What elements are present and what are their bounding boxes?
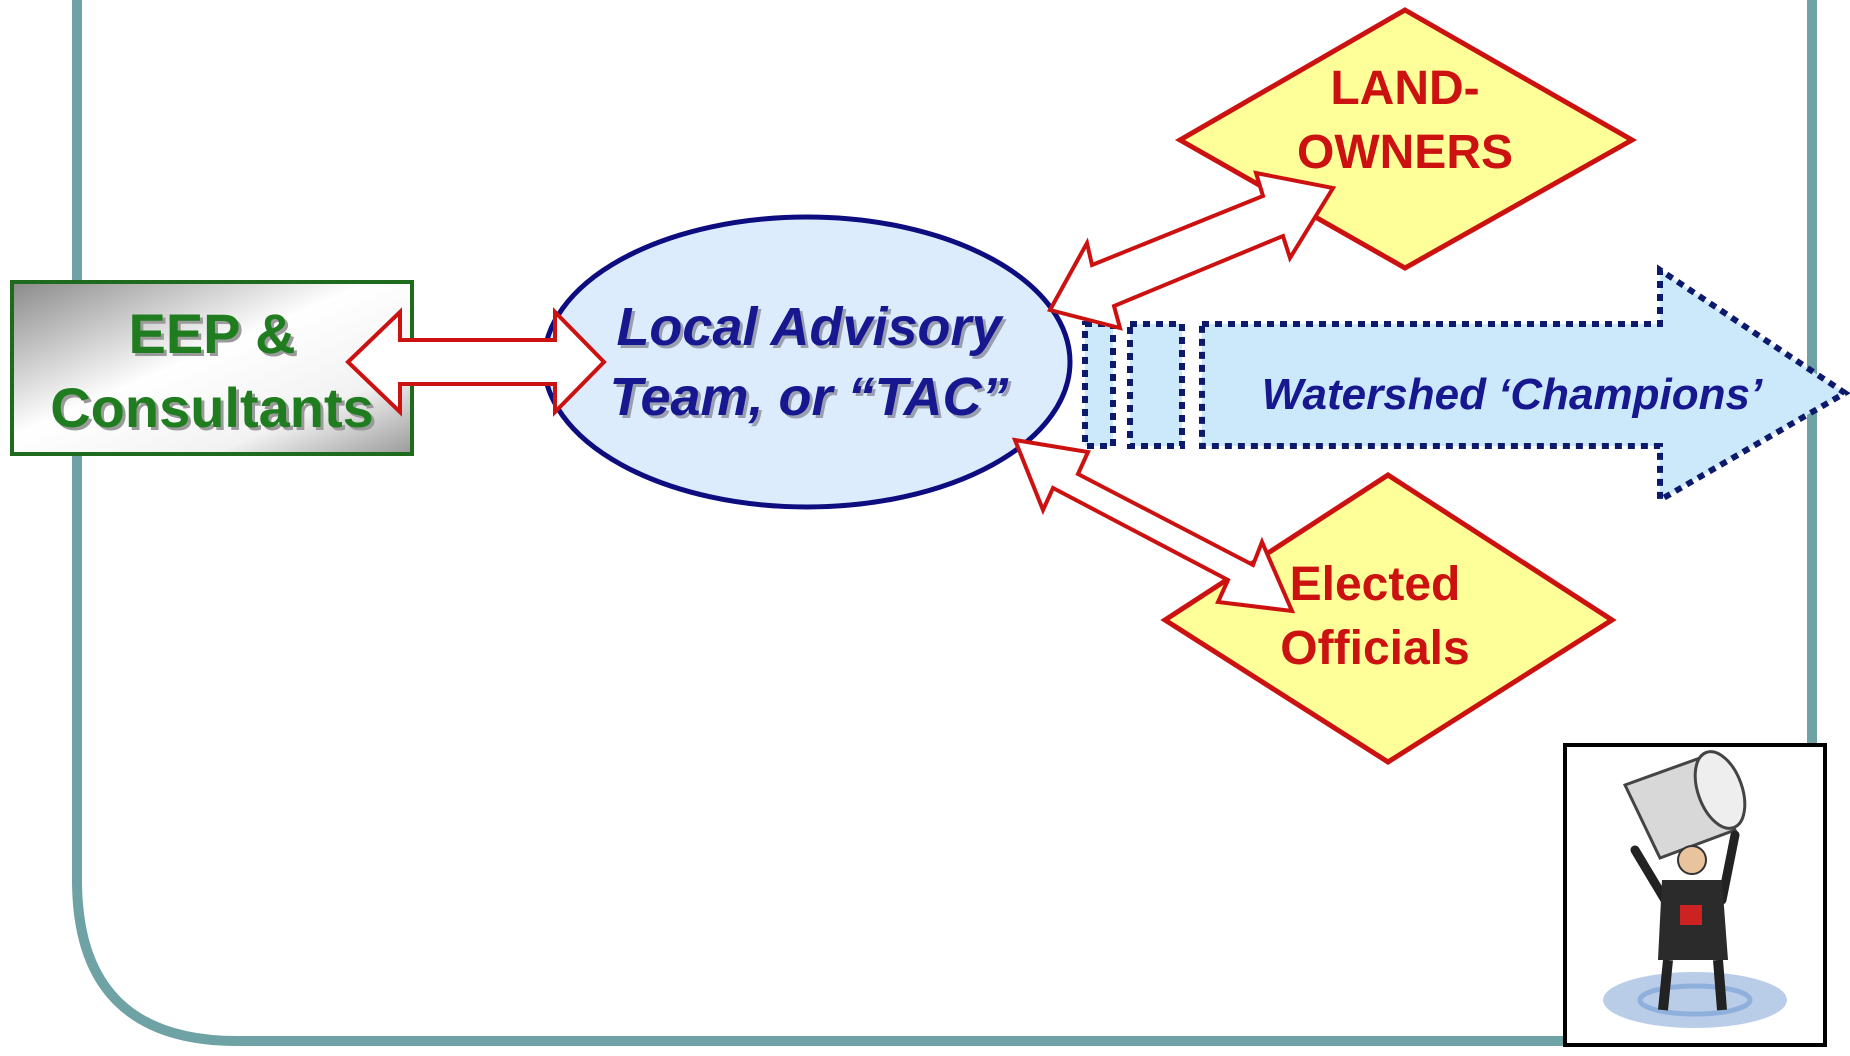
- landowners-label-line2: OWNERS: [1297, 126, 1513, 179]
- champions-arrow: Watershed ‘Champions’: [1082, 264, 1850, 506]
- arrow-tac-elected: [1011, 437, 1296, 614]
- tac-label-line1: Local Advisory: [616, 297, 1004, 357]
- tac-label-shadow-2: Team, or “TAC”: [612, 370, 1011, 430]
- eep-box: [10, 280, 414, 456]
- slide-frame: [72, 0, 1817, 1046]
- champions-arrow-body: [1199, 264, 1850, 506]
- champions-arrow-band-2: [1082, 321, 1116, 449]
- eep-label-shadow: EEP &: [131, 305, 298, 368]
- elected-label-line1: Elected: [1290, 558, 1461, 611]
- champions-arrow-band-1: [1127, 321, 1185, 449]
- eep-label-line2: Consultants: [50, 376, 374, 439]
- tac-ellipse: [541, 214, 1073, 510]
- elected-diamond: [1160, 472, 1617, 765]
- arrow-tac-landowners: [1047, 170, 1337, 331]
- eep-node: EEP & EEP & Consultants Consultants: [10, 280, 414, 456]
- tac-label-line2: Team, or “TAC”: [609, 367, 1008, 427]
- eep-label-shadow-2: Consultants: [53, 379, 377, 442]
- eep-label-line1: EEP &: [128, 302, 295, 365]
- champion-illustration: [1563, 743, 1827, 1047]
- champions-label: Watershed ‘Champions’: [1262, 370, 1763, 419]
- tac-node: Local Advisory Local Advisory Team, or “…: [541, 214, 1073, 510]
- landowners-label-line1: LAND-: [1330, 62, 1479, 115]
- elected-label-line2: Officials: [1280, 622, 1469, 675]
- arrow-eep-tac: [345, 307, 607, 417]
- tac-label-shadow: Local Advisory: [619, 300, 1007, 360]
- trophy-champion-icon: [1603, 750, 1787, 1028]
- elected-node: Elected Officials: [1160, 472, 1617, 765]
